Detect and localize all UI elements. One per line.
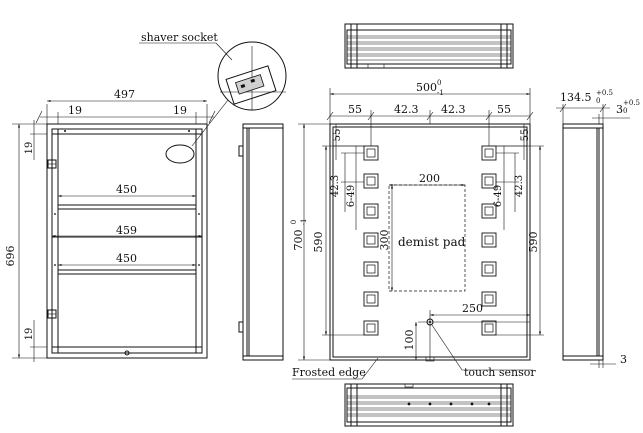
dim-6-49-right: 6-49 — [493, 185, 504, 207]
bottom-plan-view — [344, 383, 514, 427]
dim-3-bottom: 3 — [620, 353, 627, 366]
dim-700-tol-top: 0 — [290, 220, 298, 224]
dim-450-top: 450 — [116, 183, 137, 196]
touch-sensor-label: touch sensor — [464, 366, 536, 379]
dim-42-3-left-vert: 42.3 — [330, 175, 341, 197]
dim-300: 300 — [378, 230, 391, 251]
shaver-socket-label: shaver socket — [141, 31, 218, 44]
dim-696: 696 — [4, 246, 17, 267]
dim-3-tol-bottom: 0 — [623, 107, 627, 115]
dim-3-top: 3 — [616, 103, 623, 116]
dim-55-left-vert: 55 — [332, 129, 343, 142]
dim-55-top-right: 55 — [497, 103, 511, 116]
dim-42-3-b: 42.3 — [441, 103, 466, 116]
dim-100: 100 — [403, 330, 416, 351]
dim-19-bottom: 19 — [24, 328, 35, 341]
dim-450-bottom: 450 — [116, 252, 137, 265]
mirror-dimensions: 500 0 -1 55 42.3 42.3 55 55 55 42.3 42.3 — [290, 79, 544, 361]
dim-55-top-left: 55 — [348, 103, 362, 116]
dim-55-right-vert: 55 — [520, 129, 531, 142]
frosted-edge-label: Frosted edge — [292, 366, 366, 379]
callouts: Frosted edge touch sensor — [292, 324, 536, 380]
mirror-front-view: demist pad 200 300 — [329, 123, 531, 362]
dim-590-left: 590 — [312, 232, 325, 253]
side-view — [238, 123, 284, 361]
dim-134-5: 134.5 — [560, 91, 592, 104]
dim-6-49-left: 6-49 — [346, 185, 357, 207]
dim-500-tol-top: 0 — [437, 79, 441, 87]
dim-42-3-right-vert: 42.3 — [514, 175, 525, 197]
led-column-right — [481, 145, 497, 336]
cabinet-dimensions: 497 19 19 450 459 450 696 19 19 — [4, 88, 216, 362]
demist-pad-label: demist pad — [398, 235, 466, 249]
dim-700-tol-bottom: -1 — [300, 219, 308, 226]
dim-134-5-tol-bottom: 0 — [596, 97, 600, 105]
dim-42-3-a: 42.3 — [394, 103, 419, 116]
top-plan-view — [344, 23, 514, 69]
shaver-socket-detail — [191, 41, 287, 147]
dim-250: 250 — [462, 302, 483, 315]
dim-134-5-tol-top: +0.5 — [596, 89, 613, 97]
dim-459: 459 — [116, 224, 137, 237]
dim-590-right: 590 — [527, 232, 540, 253]
dim-3-tol-top: +0.5 — [623, 99, 640, 107]
dim-200: 200 — [419, 172, 440, 185]
led-column-left — [363, 145, 379, 336]
dim-500: 500 — [416, 81, 437, 94]
dim-700: 700 — [292, 230, 305, 251]
dim-19-top: 19 — [24, 142, 35, 155]
right-side-view: 134.5 +0.5 0 3 +0.5 0 3 — [556, 89, 640, 368]
dim-497: 497 — [114, 88, 135, 101]
cabinet-front-view — [46, 123, 208, 359]
dim-19-left: 19 — [68, 104, 82, 117]
dim-19-right: 19 — [173, 104, 187, 117]
dim-500-tol-bottom: -1 — [437, 89, 444, 97]
